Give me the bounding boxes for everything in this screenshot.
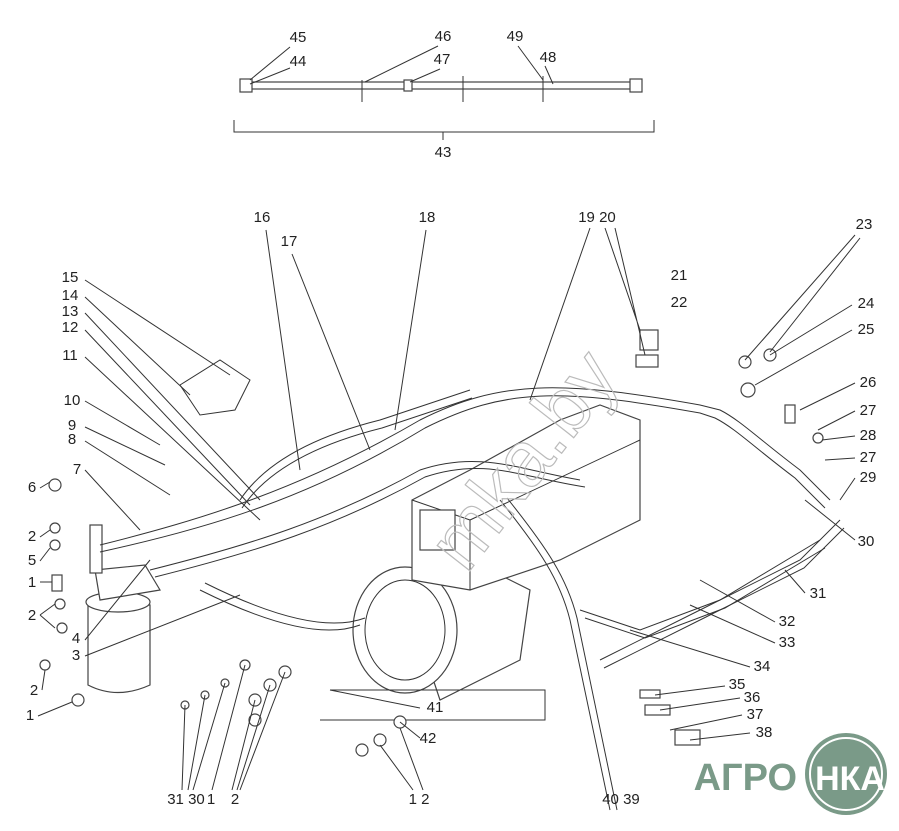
callout-43: 43 — [435, 144, 452, 161]
callout-21: 21 — [671, 267, 688, 284]
callout-8: 8 — [68, 431, 76, 448]
callout-34: 34 — [754, 658, 771, 675]
callout-26: 26 — [860, 374, 877, 391]
callout-30: 30 — [858, 533, 875, 550]
callout-18: 18 — [419, 209, 436, 226]
callout-1-2: 1 2 — [409, 791, 430, 808]
leader-lines — [37, 45, 861, 791]
callout-17: 17 — [281, 233, 298, 250]
callout-38: 38 — [756, 724, 773, 741]
callout-27: 27 — [860, 449, 877, 466]
callout-7: 7 — [73, 461, 81, 478]
callout-31: 31 — [810, 585, 827, 602]
logo-text-left: АГРО — [694, 757, 797, 799]
callout-22: 22 — [671, 294, 688, 311]
callout-23: 23 — [856, 216, 873, 233]
callout-2: 2 — [28, 607, 36, 624]
callout-40-39: 40 39 — [602, 791, 640, 808]
fuel-filter — [85, 524, 161, 694]
callout-46: 46 — [435, 28, 452, 45]
fuel-tank — [352, 559, 531, 701]
small-parts — [39, 329, 824, 757]
callout-41: 41 — [427, 699, 444, 716]
callout-29: 29 — [860, 469, 877, 486]
callout-33: 33 — [779, 634, 796, 651]
callout-27: 27 — [860, 402, 877, 419]
agronka-logo: АГРО НКА — [694, 733, 887, 815]
callout-16: 16 — [254, 209, 271, 226]
rail-assembly-43 — [233, 76, 655, 140]
callout-31-30: 31 30 — [167, 791, 205, 808]
callout-2: 2 — [30, 682, 38, 699]
callout-25: 25 — [858, 321, 875, 338]
callout-37: 37 — [747, 706, 764, 723]
callout-1: 1 — [28, 574, 36, 591]
callout-4: 4 — [72, 630, 80, 647]
callout-15: 15 — [62, 269, 79, 286]
callout-36: 36 — [744, 689, 761, 706]
callout-49: 49 — [507, 28, 524, 45]
callout-9: 9 — [68, 417, 76, 434]
logo-text-right: НКА — [815, 760, 885, 798]
callout-5: 5 — [28, 552, 36, 569]
callout-12: 12 — [62, 319, 79, 336]
callout-44: 44 — [290, 53, 307, 70]
callout-11: 11 — [62, 347, 78, 364]
callout-1: 1 — [207, 791, 215, 808]
callout-13: 13 — [62, 303, 79, 320]
callout-35: 35 — [729, 676, 746, 693]
callout-47: 47 — [434, 51, 451, 68]
callout-48: 48 — [540, 49, 557, 66]
callout-2: 2 — [231, 791, 239, 808]
callout-28: 28 — [860, 427, 877, 444]
callout-32: 32 — [779, 613, 796, 630]
callout-14: 14 — [62, 287, 79, 304]
callout-24: 24 — [858, 295, 875, 312]
callout-2: 2 — [28, 528, 36, 545]
callout-3: 3 — [72, 647, 80, 664]
fuel-pump — [411, 404, 641, 591]
callout-1: 1 — [26, 707, 34, 724]
callout-19-20: 19 20 — [578, 209, 616, 226]
callout-42: 42 — [420, 730, 437, 747]
callout-10: 10 — [64, 392, 81, 409]
callout-45: 45 — [290, 29, 307, 46]
callout-6: 6 — [28, 479, 36, 496]
